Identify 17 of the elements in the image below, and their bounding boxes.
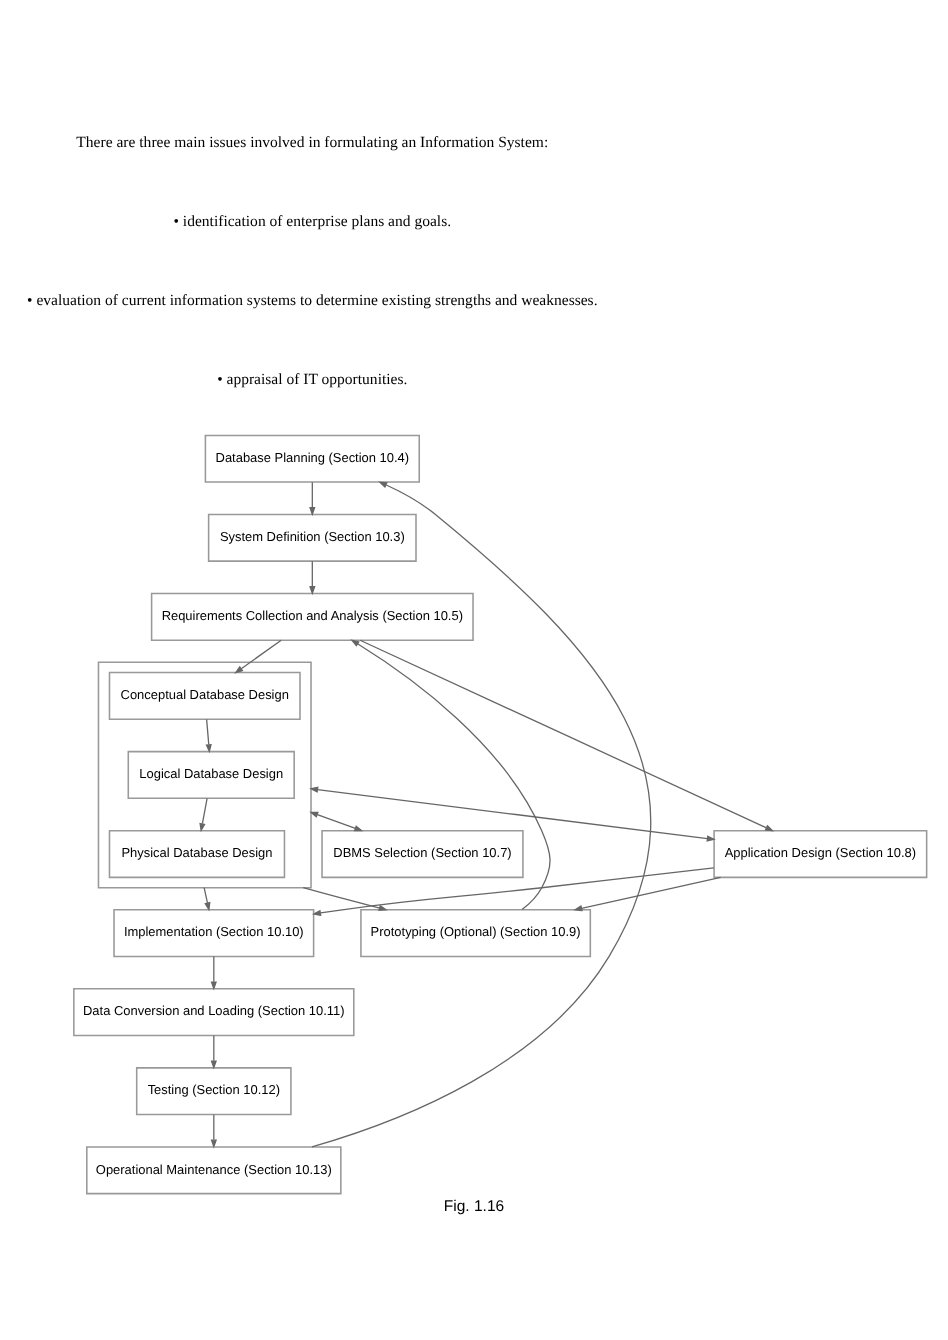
arrow (359, 639, 775, 832)
arrow (350, 639, 551, 911)
arrow (311, 481, 652, 1148)
arrow (309, 811, 364, 832)
arrow (203, 887, 211, 912)
arrow (309, 786, 716, 842)
arrow (311, 867, 715, 917)
arrow (309, 481, 316, 517)
arrow (199, 797, 208, 833)
arrow (210, 1034, 217, 1070)
arrow (210, 955, 217, 991)
arrow (302, 887, 388, 912)
arrow (234, 639, 282, 674)
arrow (309, 560, 316, 596)
arrow (573, 876, 722, 912)
arrow (205, 718, 212, 754)
arrow (210, 1114, 217, 1149)
